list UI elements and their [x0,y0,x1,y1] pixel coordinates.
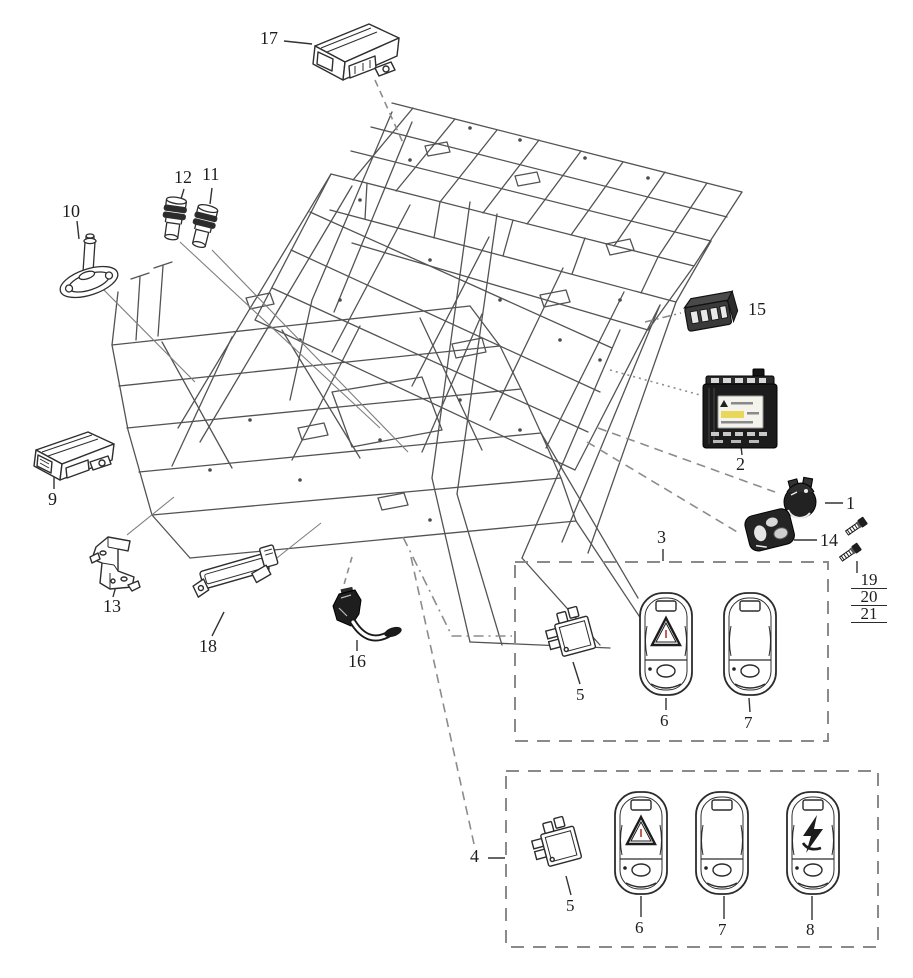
part-label-6-box3: 6 [660,711,669,730]
part-label-14: 14 [820,530,838,550]
part-8-switch-bolt-box4 [786,791,840,895]
part-12-sensor [159,195,189,242]
part-11-sensor [187,202,221,251]
group-label-3: 3 [657,527,666,547]
part-15-connector [683,289,739,332]
leader-part14 [586,441,740,534]
part-label-6-box4: 6 [635,918,644,937]
leader-box4 [410,556,475,845]
leader-battery [609,369,701,396]
leader-box3 [402,536,512,637]
part-7-switch-blank-box4 [695,791,749,895]
fastener-label-19: 19 [851,571,887,589]
chassis-wireframe [111,102,743,649]
part-13-bracket [89,536,141,592]
part-label-16: 16 [348,651,366,671]
leader-part12 [179,241,381,429]
part-label-9: 9 [48,489,57,509]
leader-lines [95,79,776,845]
leader-part13 [126,496,175,536]
part-2-battery [702,368,778,449]
group-box-3 [514,561,829,742]
part-17-ecu-module [312,23,400,81]
group-box-4 [505,770,879,948]
part-label-17: 17 [260,28,278,48]
part-6-switch-hazard-box3 [639,592,693,696]
leader-part11 [211,249,409,453]
fasteners-19-20-21 [837,515,869,564]
part-label-8-box4: 8 [806,920,815,939]
part-label-15: 15 [748,299,766,319]
leader-part15 [644,312,682,323]
part-label-2: 2 [736,454,745,474]
part-label-5-box3: 5 [576,685,585,704]
part-label-10: 10 [62,201,80,221]
part-5-flasher-box3 [540,603,597,660]
part-label-12: 12 [174,167,192,187]
part-14-relay-socket [744,508,795,552]
leader-part16 [342,556,353,589]
part-label-7-box4: 7 [718,920,727,939]
part-18-bracket [192,544,279,598]
leader-part1 [597,427,776,493]
part-16-pigtail-sensor [332,586,402,642]
leader-part10 [95,281,196,383]
part-label-13: 13 [103,596,121,616]
part-1-relay [783,476,817,519]
part-label-5-box4: 5 [566,896,575,915]
part-label-11: 11 [202,164,220,184]
fastener-label-20: 20 [851,588,887,606]
fastener-label-21: 21 [851,605,887,623]
part-7-switch-blank-box3 [723,592,777,696]
part-label-1: 1 [846,493,855,513]
part-5-flasher-box4 [526,813,583,870]
label-connectors [53,40,858,920]
part-10-sensor-plate [59,233,119,299]
part-label-7-box3: 7 [744,713,753,732]
part-9-ecu-module [33,431,115,481]
part-6-switch-hazard-box4 [614,791,668,895]
part-label-18: 18 [199,636,217,656]
group-label-4: 4 [470,846,479,866]
